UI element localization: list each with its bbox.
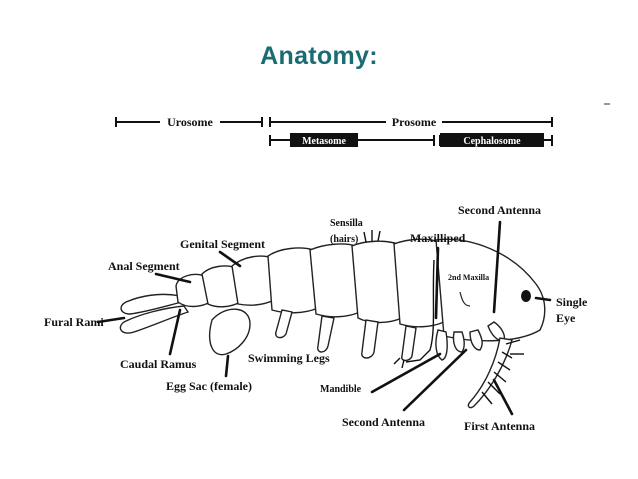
metasome-label: Metasome [302,136,346,147]
cephalosome-bar: Cephalosome [439,133,553,147]
first-antenna-setae [481,339,524,405]
body-region-scale: Urosome Prosome Metasome Cephalosome [115,115,553,147]
mandible-label: Mandible [320,384,362,395]
prosome-label: Prosome [392,115,437,129]
first-antenna [467,337,513,409]
single-eye-icon [521,290,531,302]
mandible-appendage [452,331,465,353]
maxilliped-appendage [435,329,448,361]
second-maxilla-mark [459,291,471,307]
caudal-ramus-label: Caudal Ramus [120,357,197,371]
single-eye-label-line2: Eye [556,311,576,325]
maxilliped-bracket [405,259,435,363]
urosome-label: Urosome [167,115,213,129]
leg-setae [393,357,405,369]
leader-lines [96,220,552,416]
first-antenna-label: First Antenna [464,419,535,433]
second-antenna-top-label: Second Antenna [458,203,541,217]
second-maxilla-appendage [469,329,483,351]
cephalosome-head [435,238,546,342]
single-eye-label-line1: Single [556,295,588,309]
sensilla-hairs [363,230,381,243]
swimming-leg-3 [361,319,379,359]
swimming-legs-label: Swimming Legs [248,351,330,365]
second-maxilla-label: 2nd Maxilla [448,273,489,282]
sensilla-label: Sensilla [330,218,363,229]
anal-segment-label: Anal Segment [108,259,180,273]
fural-ramus-lower [119,305,190,334]
swimming-leg-1 [274,309,293,339]
cephalosome-label: Cephalosome [463,136,521,147]
prosome-bar: Prosome [269,115,553,129]
slide-title: Anatomy: [260,42,378,70]
second-antenna-bottom-label: Second Antenna [342,415,425,429]
sensilla-note-label: (hairs) [330,234,358,245]
urosome-bar: Urosome [115,115,263,129]
egg-sac [208,308,251,356]
maxilliped-label: Maxilliped [410,231,466,245]
metasome-bar: Metasome [269,133,435,147]
egg-sac-label: Egg Sac (female) [166,379,252,393]
genital-segment-label: Genital Segment [180,237,265,251]
swimming-leg-4 [401,325,417,362]
fural-rami-label: Fural Rami [44,315,104,329]
copepod-body [119,230,546,409]
fural-ramus-upper [120,293,183,315]
swimming-leg-2 [317,315,335,353]
